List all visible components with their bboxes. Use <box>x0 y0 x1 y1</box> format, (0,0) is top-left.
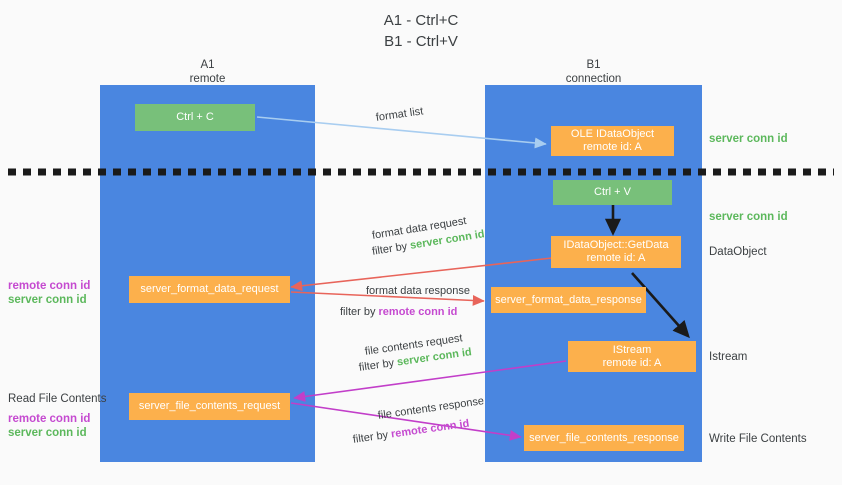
arrow-label-format-data-response: format data response <box>366 285 470 297</box>
box-idataobject-getdata-line1: IDataObject::GetData <box>563 239 669 251</box>
column-b1-name: B1 <box>586 59 601 71</box>
column-a1-name: A1 <box>200 59 215 71</box>
box-server-format-data-response[interactable]: server_format_data_response <box>491 287 646 313</box>
box-server-file-contents-response-label: server_file_contents_response <box>529 431 679 444</box>
box-ctrl-c-label: Ctrl + C <box>176 111 214 123</box>
box-server-file-contents-request[interactable]: server_file_contents_request <box>129 393 290 420</box>
right-label-write-file-contents: Write File Contents <box>709 433 807 445</box>
filter-prefix: filter by <box>352 428 392 446</box>
box-server-format-data-response-label: server_format_data_response <box>495 293 642 306</box>
arrow-label-format-data-response-filter: filter by remote conn id <box>340 305 457 319</box>
box-ctrl-v-label: Ctrl + V <box>594 186 631 198</box>
box-istream[interactable]: IStream remote id: A <box>568 341 696 372</box>
filter-prefix: filter by <box>358 356 398 374</box>
box-istream-line1: IStream <box>612 343 652 356</box>
left-label-server-conn-id-2: server conn id <box>8 427 87 439</box>
title-line-1: A1 - Ctrl+C <box>383 12 459 29</box>
box-ole-idataobject-line2: remote id: A <box>583 141 642 153</box>
right-label-istream: Istream <box>709 351 748 363</box>
arrow-label-format-list: format list <box>375 105 425 124</box>
filter-prefix: filter by <box>371 239 412 258</box>
left-label-remote-conn-id-2: remote conn id <box>8 413 91 425</box>
left-label-read-file-contents: Read File Contents <box>8 393 107 405</box>
box-ctrl-c[interactable]: Ctrl + C <box>135 104 255 131</box>
left-label-server-conn-id-1: server conn id <box>8 294 87 306</box>
arrow-label-file-contents-response-filter: filter by remote conn id <box>352 417 470 447</box>
box-server-format-data-request[interactable]: server_format_data_request <box>129 276 290 303</box>
left-label-remote-conn-id-1: remote conn id <box>8 280 91 292</box>
title-line-2: B1 - Ctrl+V <box>384 33 458 50</box>
right-label-dataobject: DataObject <box>709 246 767 258</box>
filter-value: remote conn id <box>390 417 471 441</box>
box-server-file-contents-response[interactable]: server_file_contents_response <box>524 425 684 451</box>
column-b1-sub: connection <box>565 73 622 85</box>
column-header-a1: A1 remote <box>100 58 315 86</box>
column-a1-sub: remote <box>189 73 226 85</box>
box-server-file-contents-request-label: server_file_contents_request <box>138 400 281 412</box>
right-label-server-conn-id-2: server conn id <box>709 211 788 223</box>
box-ctrl-v[interactable]: Ctrl + V <box>553 180 672 205</box>
box-ole-idataobject-line1: OLE IDataObject <box>570 128 655 140</box>
box-idataobject-getdata-line2: remote id: A <box>586 252 646 264</box>
box-idataobject-getdata[interactable]: IDataObject::GetData remote id: A <box>551 236 681 268</box>
right-label-server-conn-id-1: server conn id <box>709 133 788 145</box>
page-title: A1 - Ctrl+C B1 - Ctrl+V <box>0 10 842 52</box>
column-header-b1: B1 connection <box>485 58 702 86</box>
arrow-label-file-contents-response: file contents response <box>377 395 485 422</box>
box-istream-line2: remote id: A <box>602 356 662 369</box>
box-server-format-data-request-label: server_format_data_request <box>140 283 279 295</box>
box-ole-idataobject[interactable]: OLE IDataObject remote id: A <box>551 126 674 156</box>
filter-value: remote conn id <box>378 306 458 318</box>
filter-prefix: filter by <box>340 306 379 318</box>
